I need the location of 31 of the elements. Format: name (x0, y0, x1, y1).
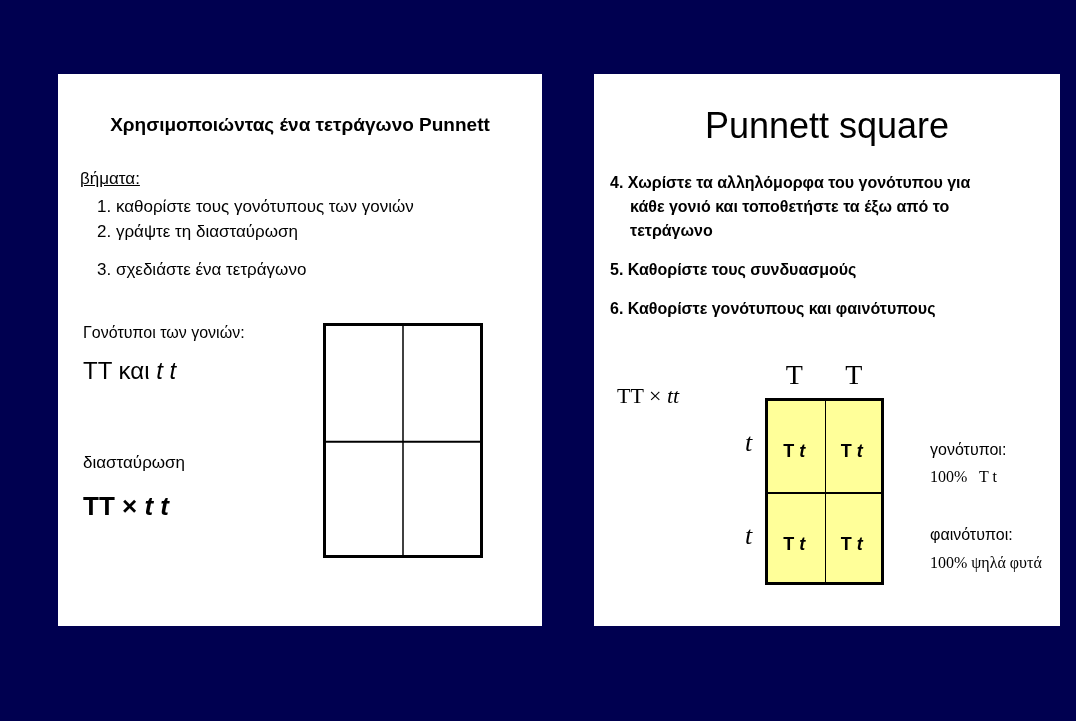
grid-cell (824, 491, 881, 582)
allele-label: t (745, 426, 753, 458)
punnett-grid (323, 323, 483, 558)
genotype-text: T t (783, 441, 806, 463)
step-text: 3. σχεδιάστε ένα τετράγωνο (97, 260, 307, 281)
genotype-result: 100% T t (930, 467, 997, 487)
genotype-text: T t (783, 533, 806, 556)
phenotypes-label: φαινότυποι: (930, 525, 1013, 545)
step-text: 4. Χωρίστε τα αλληλόμορφα του γονότυπου για κάθε γονιό και τοποθετήστε τα έξω από το τετράγωνο (610, 173, 972, 241)
genotype-text: TT και t t (83, 357, 177, 386)
step-text: 6. Καθορίστε γονότυπους και φαινότυπους (610, 299, 936, 319)
genotype-text: T t (840, 441, 863, 463)
slide-title: Χρησιμοποιώντας ένα τετράγωνο Punnett (109, 114, 491, 137)
allele-label: T (785, 358, 803, 392)
cross-text: TT × t t (83, 491, 169, 523)
step-text: 5. Καθορίστε τους συνδυασμούς (610, 260, 857, 280)
slide-panel (594, 74, 1060, 626)
allele-label: t (745, 520, 753, 552)
cross-text: TT × tt (617, 383, 680, 410)
parent-genotypes-label: Γονότυποι των γονιών: (83, 323, 245, 343)
step-text: 1. καθορίστε τους γονότυπους των γονιών (97, 197, 414, 218)
genotype-text: T t (840, 533, 863, 556)
phenotype-result: 100% ψηλά φυτά (930, 553, 1042, 573)
slide-title: Punnett square (703, 104, 951, 148)
allele-label: T (845, 358, 863, 392)
slide-panel (58, 74, 542, 626)
punnett-grid (765, 398, 884, 585)
genotypes-label: γονότυποι: (930, 440, 1007, 460)
cross-label: διασταύρωση (83, 453, 186, 474)
section-heading: βήματα: (80, 169, 140, 190)
step-text: 2. γράψτε τη διασταύρωση (97, 222, 298, 243)
